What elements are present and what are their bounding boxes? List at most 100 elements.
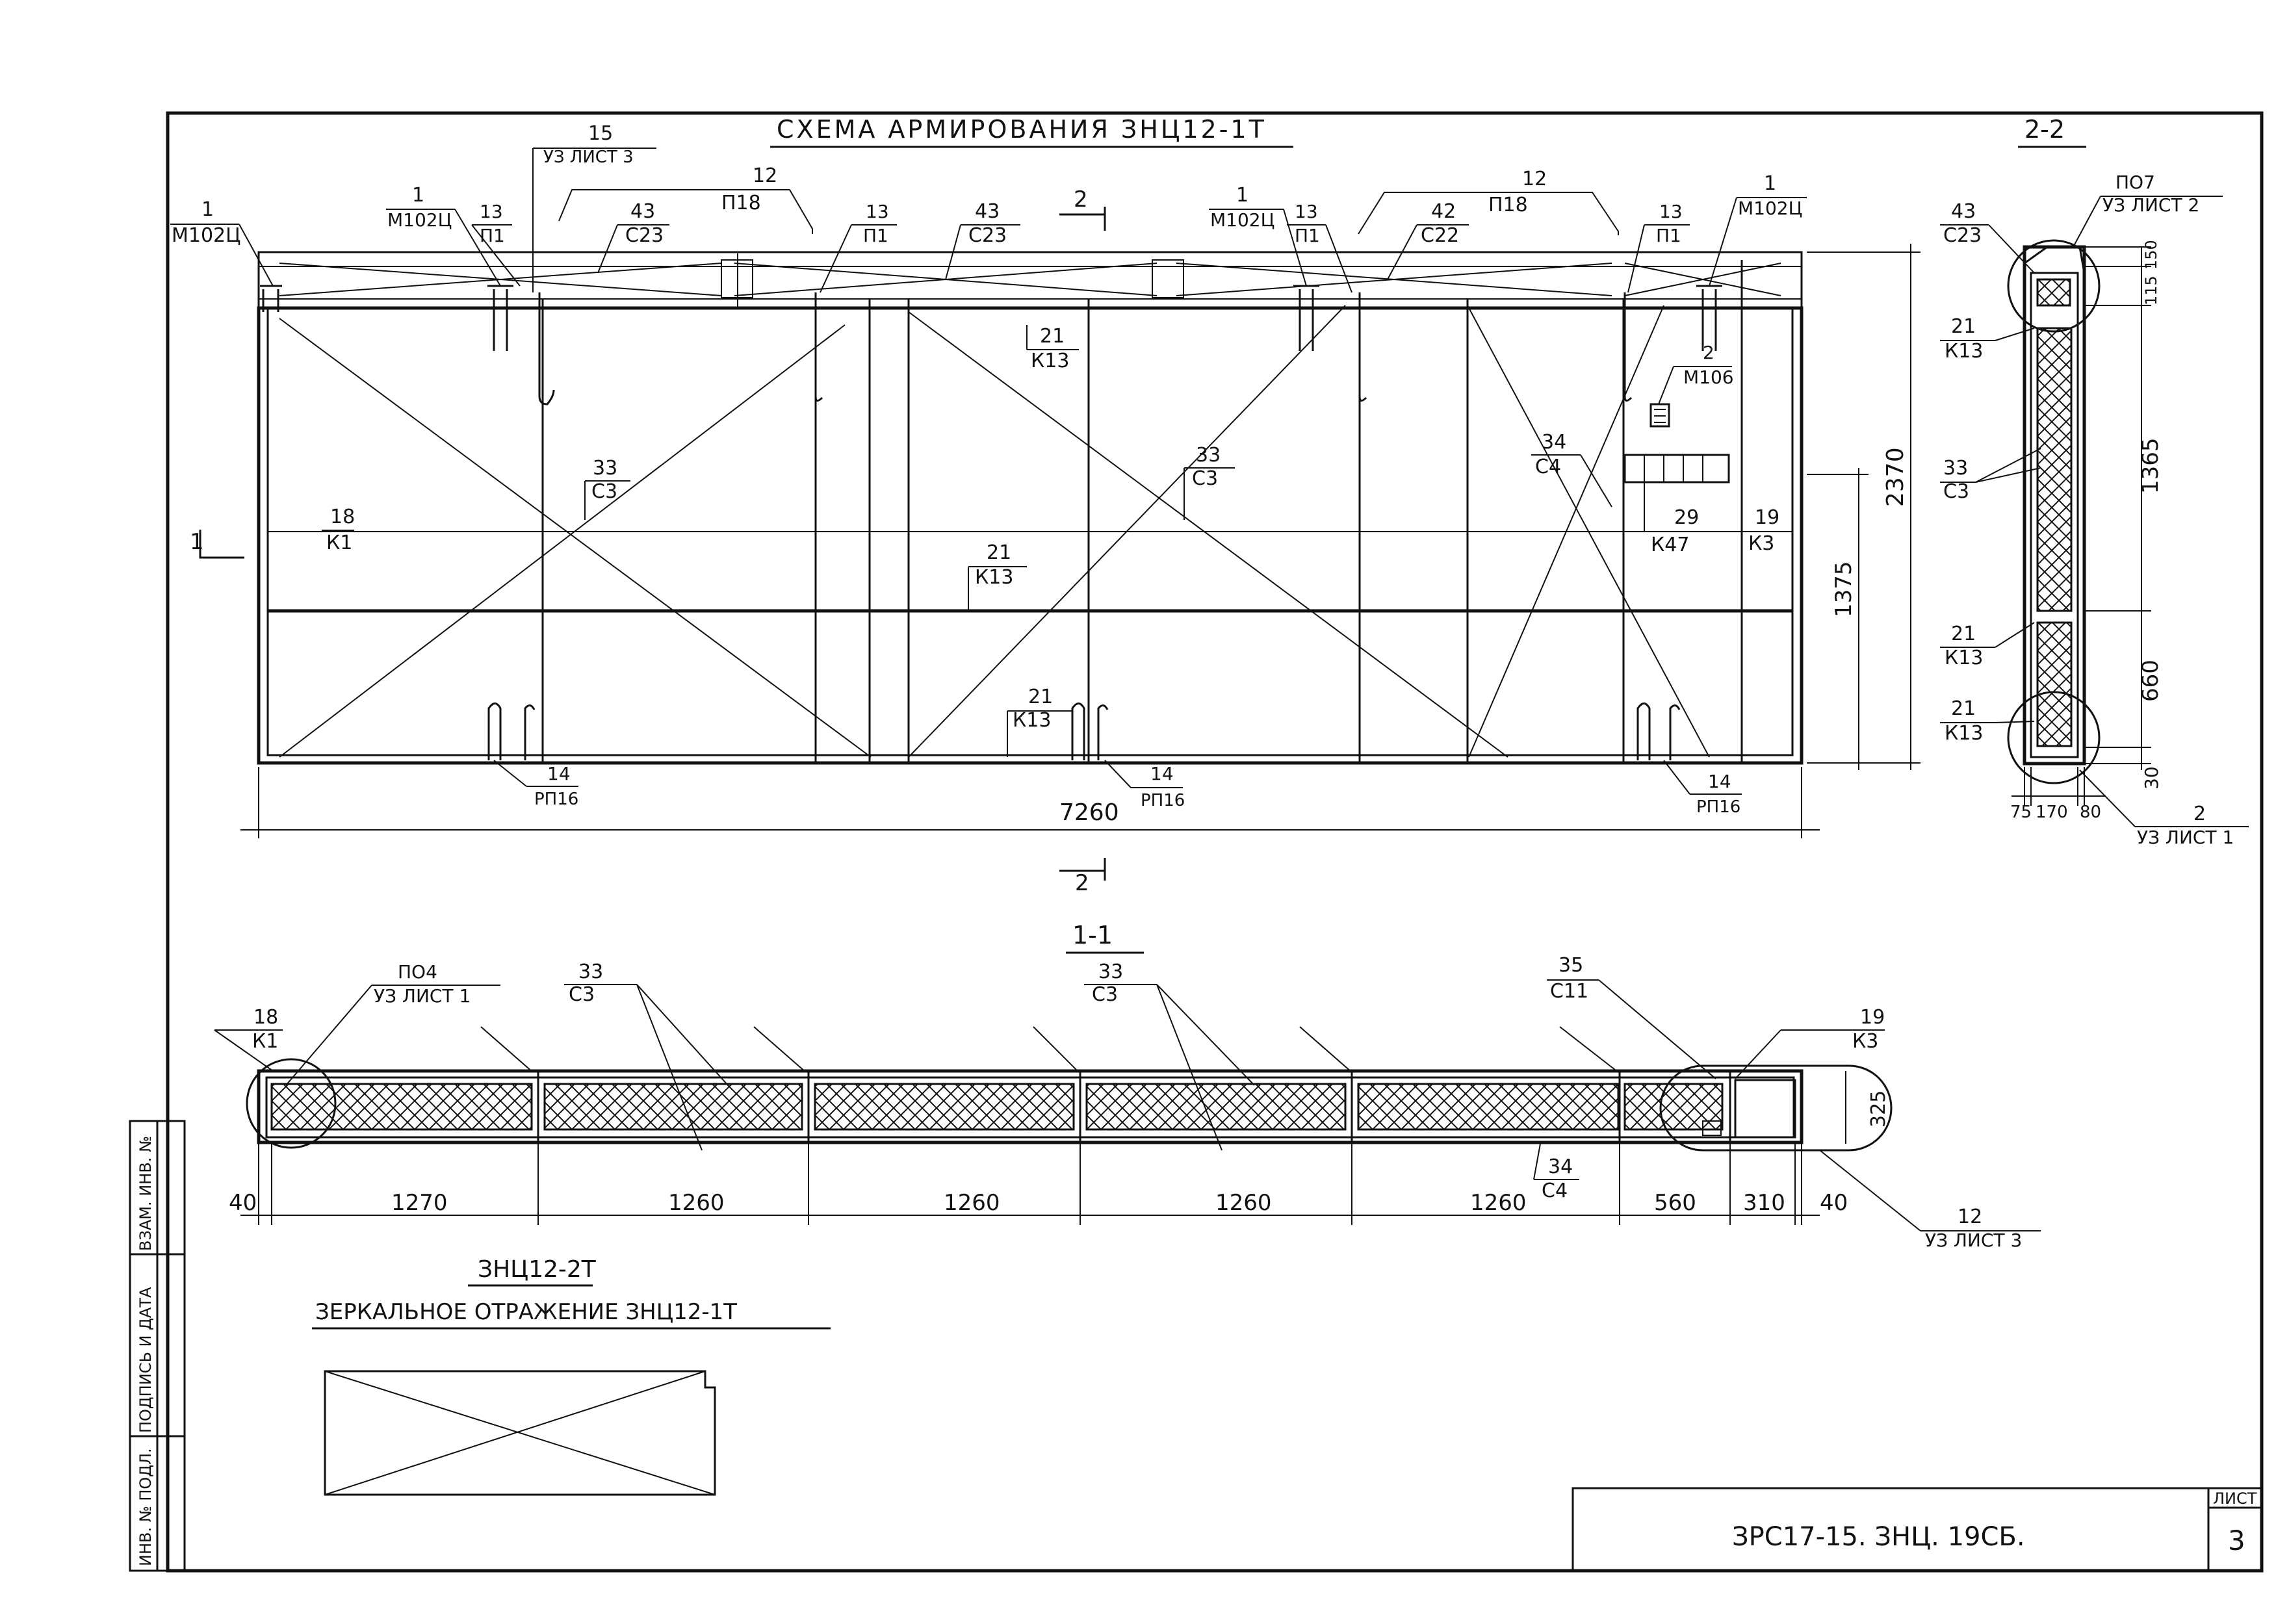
- svg-text:21: 21: [1028, 686, 1053, 708]
- svg-text:115: 115: [2142, 276, 2160, 305]
- doc-code: ЗРС17-15. ЗНЦ. 19СБ.: [1732, 1522, 2025, 1552]
- svg-text:П1: П1: [1656, 225, 1681, 246]
- svg-text:К3: К3: [1852, 1030, 1878, 1053]
- svg-text:33: 33: [1098, 960, 1123, 983]
- sheet-frame: [166, 111, 2264, 1573]
- svg-text:170: 170: [2036, 803, 2068, 822]
- callout-c4-elev: 34 С4: [1531, 431, 1612, 508]
- section-11-title: 1-1: [1072, 921, 1113, 949]
- svg-text:1: 1: [190, 529, 204, 555]
- callout-rp16-a: 14 РП16: [493, 760, 578, 809]
- svg-text:УЗ ЛИСТ 1: УЗ ЛИСТ 1: [2137, 827, 2234, 848]
- svg-text:М102Ц: М102Ц: [172, 224, 240, 247]
- svg-text:34: 34: [1548, 1155, 1573, 1178]
- svg-text:33: 33: [578, 960, 603, 983]
- section-mark-2-top: 2: [1059, 187, 1106, 231]
- svg-text:П1: П1: [1295, 225, 1320, 246]
- callout-p18-a: 12 П18: [558, 164, 813, 234]
- dim-height-inner: 1375: [1807, 468, 1869, 770]
- callout-rp16-c: 14 РП16: [1663, 760, 1742, 817]
- side-stamp: ИНВ. № ПОДЛ. ПОДПИСЬ И ДАТА ВЗАМ. ИНВ. №: [129, 1120, 186, 1572]
- elevation-view: СХЕМА АРМИРОВАНИЯ ЗНЦ12-1Т: [170, 115, 1920, 896]
- svg-text:С22: С22: [1421, 224, 1459, 247]
- svg-text:29: 29: [1674, 506, 1699, 529]
- svg-text:150: 150: [2142, 240, 2160, 270]
- callout-c3-b: 33 С3: [1183, 444, 1235, 520]
- svg-text:УЗ ЛИСТ 1: УЗ ЛИСТ 1: [374, 985, 471, 1007]
- svg-text:С23: С23: [625, 224, 664, 247]
- svg-text:С23: С23: [968, 224, 1007, 247]
- svg-text:18: 18: [330, 506, 355, 528]
- svg-text:19: 19: [1860, 1006, 1885, 1029]
- svg-text:13: 13: [480, 201, 503, 222]
- svg-text:ПО7: ПО7: [2115, 172, 2155, 193]
- callout-m102-c: 1 М102Ц: [1209, 184, 1307, 287]
- svg-text:560: 560: [1654, 1190, 1696, 1216]
- dims-s11: 40 1270 1260 1260 1260 1260 560 310 40 3…: [229, 1071, 1890, 1225]
- variant-text: ЗЕРКАЛЬНОЕ ОТРАЖЕНИЕ ЗНЦ12-1Т: [315, 1299, 737, 1325]
- callout-c3-s11-b: 33 С3: [1033, 960, 1352, 1151]
- svg-text:П1: П1: [480, 225, 505, 246]
- svg-text:30: 30: [2141, 766, 2162, 790]
- svg-text:33: 33: [1196, 444, 1221, 467]
- callout-m102-left: 1 М102Ц: [170, 198, 274, 287]
- svg-text:15: 15: [588, 122, 613, 145]
- svg-text:660: 660: [2138, 660, 2164, 702]
- svg-text:С3: С3: [1092, 983, 1118, 1006]
- callout-ref4: ПО4 УЗ ЛИСТ 1: [285, 961, 500, 1086]
- svg-text:М102Ц: М102Ц: [387, 209, 452, 231]
- svg-text:1: 1: [412, 184, 424, 207]
- svg-text:1: 1: [201, 198, 214, 221]
- svg-text:12: 12: [753, 164, 777, 187]
- svg-text:С23: С23: [1943, 224, 1982, 247]
- section-1-1: 1-1 ПО4 УЗ ЛИСТ 1 18 К1 33 С3: [214, 921, 2041, 1251]
- svg-text:1365: 1365: [2138, 437, 2164, 494]
- svg-text:19: 19: [1755, 506, 1779, 529]
- svg-text:УЗ ЛИСТ 3: УЗ ЛИСТ 3: [1925, 1230, 2022, 1251]
- dim-height: 2370: [1807, 244, 1920, 770]
- stamp-cell-inv: ИНВ. № ПОДЛ.: [136, 1448, 155, 1566]
- svg-text:35: 35: [1558, 954, 1583, 977]
- main-scheme-title: СХЕМА АРМИРОВАНИЯ ЗНЦ12-1Т: [777, 115, 1267, 144]
- section-mark-1-left: 1: [190, 529, 244, 559]
- svg-text:21: 21: [1951, 315, 1976, 338]
- svg-text:С3: С3: [591, 480, 617, 503]
- callout-k3-elev: 19 К3: [1742, 506, 1781, 555]
- stamp-cell-vzam: ВЗАМ. ИНВ. №: [136, 1136, 155, 1251]
- svg-text:РП16: РП16: [534, 790, 578, 809]
- svg-text:21: 21: [1951, 697, 1976, 720]
- svg-text:М106: М106: [1683, 367, 1734, 388]
- svg-text:К13: К13: [1945, 647, 1983, 669]
- svg-text:13: 13: [1659, 201, 1683, 222]
- svg-text:1: 1: [1764, 172, 1776, 195]
- svg-text:14: 14: [547, 763, 571, 784]
- callout-c4-s11: 34 С4: [1533, 1143, 1579, 1202]
- variant-code: ЗНЦ12-2Т: [478, 1256, 597, 1283]
- callout-p1-d: 13 П1: [1627, 201, 1690, 293]
- svg-text:2: 2: [2193, 803, 2206, 825]
- callout-p18-b: 12 П18: [1358, 168, 1619, 235]
- svg-text:К1: К1: [326, 532, 352, 554]
- svg-text:К13: К13: [1031, 350, 1069, 372]
- svg-text:С4: С4: [1542, 1179, 1568, 1202]
- callout-m102-right: 1 М102Ц: [1709, 172, 1807, 287]
- svg-text:ПО4: ПО4: [398, 961, 437, 983]
- svg-text:К3: К3: [1748, 532, 1774, 555]
- sheet-number: 3: [2228, 1525, 2245, 1556]
- callout-m106: 2 М106: [1658, 342, 1734, 405]
- svg-text:1: 1: [1236, 184, 1248, 207]
- svg-text:РП16: РП16: [1141, 791, 1185, 810]
- svg-text:1375: 1375: [1831, 561, 1857, 617]
- svg-text:1260: 1260: [668, 1190, 725, 1216]
- svg-text:14: 14: [1150, 763, 1174, 784]
- mirror-variant: ЗНЦ12-2Т ЗЕРКАЛЬНОЕ ОТРАЖЕНИЕ ЗНЦ12-1Т: [312, 1256, 831, 1496]
- callout-c11: 35 С11: [1547, 954, 1716, 1079]
- svg-text:21: 21: [987, 541, 1011, 564]
- callout-c3-s11-a: 33 С3: [480, 960, 807, 1151]
- callout-ref12: 12 УЗ ЛИСТ 3: [1819, 1150, 2041, 1251]
- svg-text:12: 12: [1958, 1205, 1982, 1228]
- callout-k13-mid: 21 К13: [968, 541, 1027, 611]
- svg-text:1260: 1260: [1215, 1190, 1272, 1216]
- svg-text:К13: К13: [1945, 722, 1983, 745]
- svg-text:1260: 1260: [944, 1190, 1000, 1216]
